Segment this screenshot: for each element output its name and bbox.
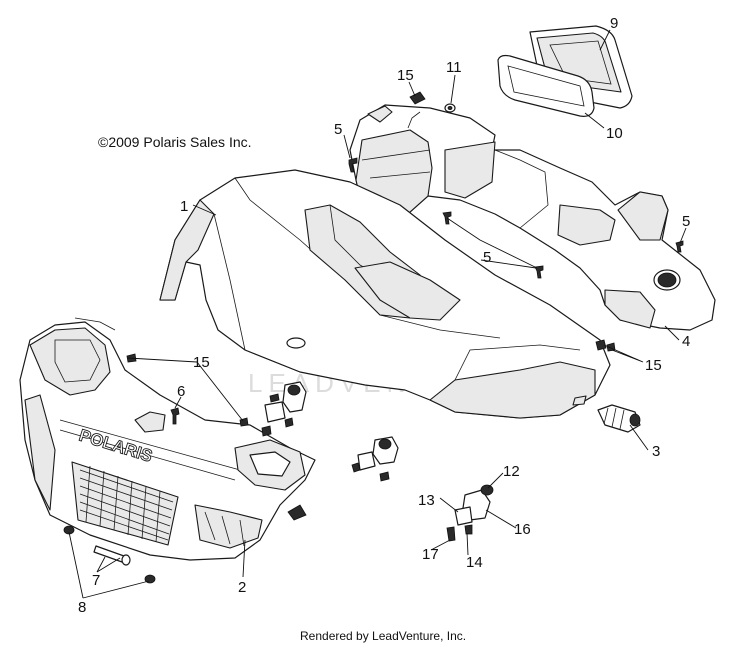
grille-mesh — [79, 465, 174, 543]
callout-11: 11 — [446, 59, 462, 76]
callout-3: 3 — [652, 443, 660, 460]
callout-2: 2 — [238, 579, 246, 596]
callout-4: 4 — [682, 333, 690, 350]
copyright-text: ©2009 Polaris Sales Inc. — [98, 134, 252, 150]
front-fascia-2: POLARIS — [19, 317, 316, 561]
hardware — [63, 91, 684, 584]
callout-16: 16 — [514, 521, 531, 538]
callout-7: 7 — [92, 572, 100, 589]
callout-17: 17 — [422, 546, 439, 563]
callout-9: 9 — [610, 15, 618, 32]
leader-lines — [68, 29, 687, 599]
callout-15b: 15 — [193, 354, 210, 371]
callout-10: 10 — [606, 125, 623, 142]
connector-3 — [597, 404, 641, 433]
callout-6: 6 — [177, 383, 185, 400]
callout-1: 1 — [180, 198, 188, 215]
callout-5a: 5 — [334, 121, 342, 138]
hood-1 — [159, 169, 611, 419]
callout-8: 8 — [78, 599, 86, 616]
callout-labels: 1 2 3 4 5 5 5 6 7 8 9 10 11 12 13 14 15 … — [78, 15, 690, 616]
callout-15c: 15 — [645, 357, 662, 374]
callout-5b: 5 — [682, 213, 690, 230]
display-lens-10 — [497, 54, 595, 117]
callout-14: 14 — [466, 554, 483, 571]
callout-12: 12 — [503, 463, 520, 480]
callout-15a: 15 — [397, 67, 414, 84]
callout-5c: 5 — [483, 249, 491, 266]
footer-text: Rendered by LeadVenture, Inc. — [300, 629, 466, 643]
callout-13: 13 — [418, 492, 435, 509]
